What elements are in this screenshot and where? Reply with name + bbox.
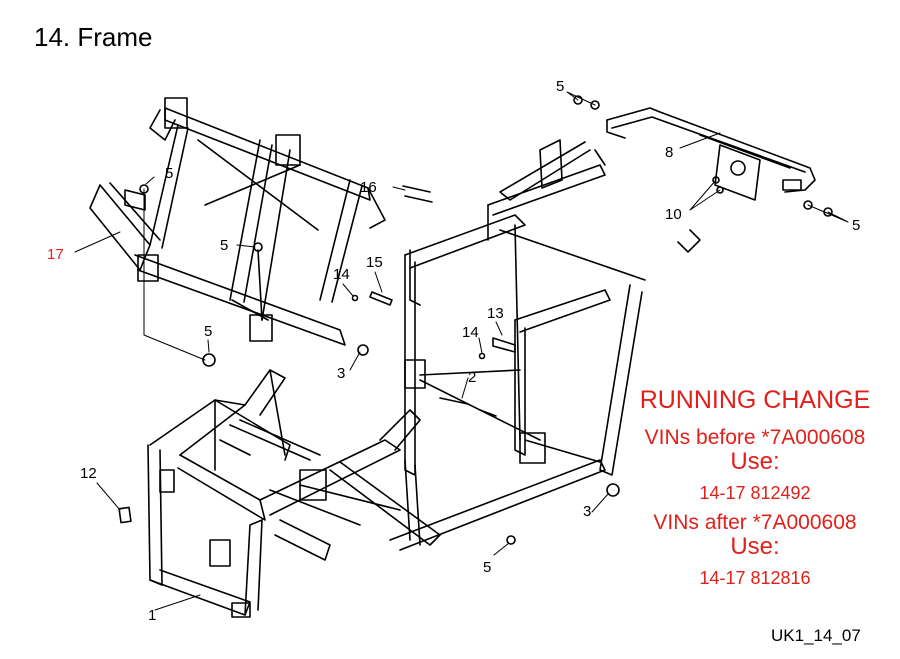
callout-14-right: 14 — [462, 324, 479, 341]
callout-15: 15 — [366, 254, 383, 271]
hardware-drawing — [118, 95, 833, 545]
front-frame-drawing — [404, 139, 701, 476]
callout-2: 2 — [468, 369, 476, 386]
callout-5-rear-low: 5 — [204, 323, 212, 340]
vins-after-part-number: 14-17 812816 — [699, 568, 811, 588]
callout-14-left: 14 — [333, 266, 350, 283]
vins-before-use-label: Use: — [730, 448, 780, 475]
bracket-part-8-drawing — [606, 107, 816, 201]
callout-16: 16 — [360, 179, 377, 196]
callout-12: 12 — [80, 465, 97, 482]
callout-3-lower: 3 — [583, 503, 591, 520]
callout-1: 1 — [148, 607, 156, 624]
page-title: 14. Frame — [34, 22, 153, 52]
running-change-heading: RUNNING CHANGE — [639, 386, 871, 414]
callout-5-rear-mid: 5 — [220, 237, 228, 254]
callout-3-upper: 3 — [337, 365, 345, 382]
callout-8: 8 — [665, 144, 673, 161]
callout-5-right: 5 — [852, 217, 860, 234]
vins-after-label: VINs after *7A000608 — [653, 511, 857, 534]
drawing-code: UK1_14_07 — [771, 626, 861, 645]
callout-5-bottom: 5 — [483, 559, 491, 576]
vins-before-label: VINs before *7A000608 — [644, 426, 866, 449]
callout-5-rear-left: 5 — [165, 165, 173, 182]
main-frame-drawing — [147, 369, 606, 618]
leader-lines — [74, 91, 849, 611]
vins-after-use-label: Use: — [730, 533, 780, 560]
vins-before-part-number: 14-17 812492 — [699, 483, 811, 503]
callout-13: 13 — [487, 305, 504, 322]
callout-5-top-right: 5 — [556, 78, 564, 95]
callout-17: 17 — [47, 246, 64, 263]
running-change-notice: RUNNING CHANGE VINs before *7A000608 Use… — [610, 388, 900, 597]
rear-cage-drawing — [89, 97, 386, 346]
callout-10: 10 — [665, 206, 682, 223]
